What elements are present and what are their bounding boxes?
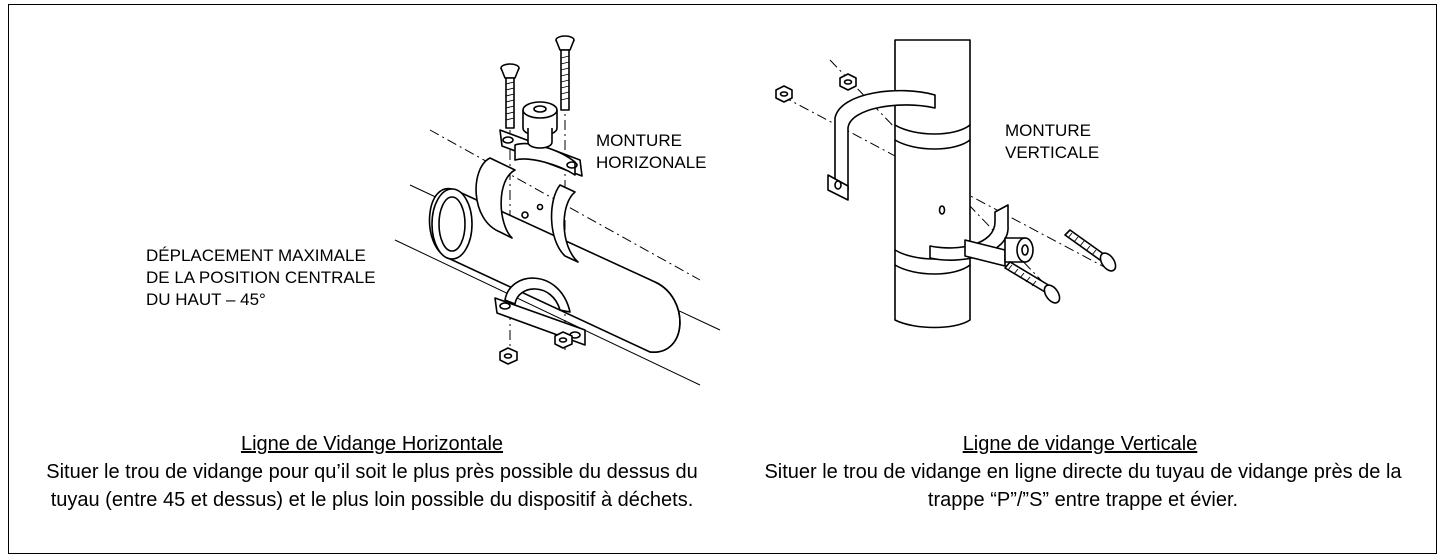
vertical-description: Situer le trou de vidange en ligne direc… [764, 461, 1402, 511]
figure-frame [8, 4, 1437, 554]
horizontal-mount-drawing [394, 35, 721, 386]
nut-right-icon [554, 331, 573, 349]
screw-lower-icon [1004, 261, 1061, 304]
screw-left-icon [500, 63, 520, 129]
nut-upper-icon [839, 73, 857, 91]
horizontal-mount-label: MONTURE HORIZONALE [596, 131, 707, 172]
offset-label: DÉPLACEMENT MAXIMALE DE LA POSITION CENT… [146, 246, 376, 309]
screw-upper-icon [1064, 229, 1117, 272]
nut-left-icon [499, 347, 518, 365]
vertical-mount-drawing [775, 39, 1117, 329]
vertical-heading: Ligne de vidange Verticale [962, 433, 1198, 455]
horizontal-description: Situer le trou de vidange pour qu’il soi… [46, 461, 698, 511]
horizontal-heading: Ligne de Vidange Horizontale [240, 433, 504, 455]
screw-right-icon [555, 35, 575, 111]
nut-lower-icon [775, 85, 793, 103]
vertical-mount-label: MONTURE VERTICALE [1005, 121, 1100, 162]
